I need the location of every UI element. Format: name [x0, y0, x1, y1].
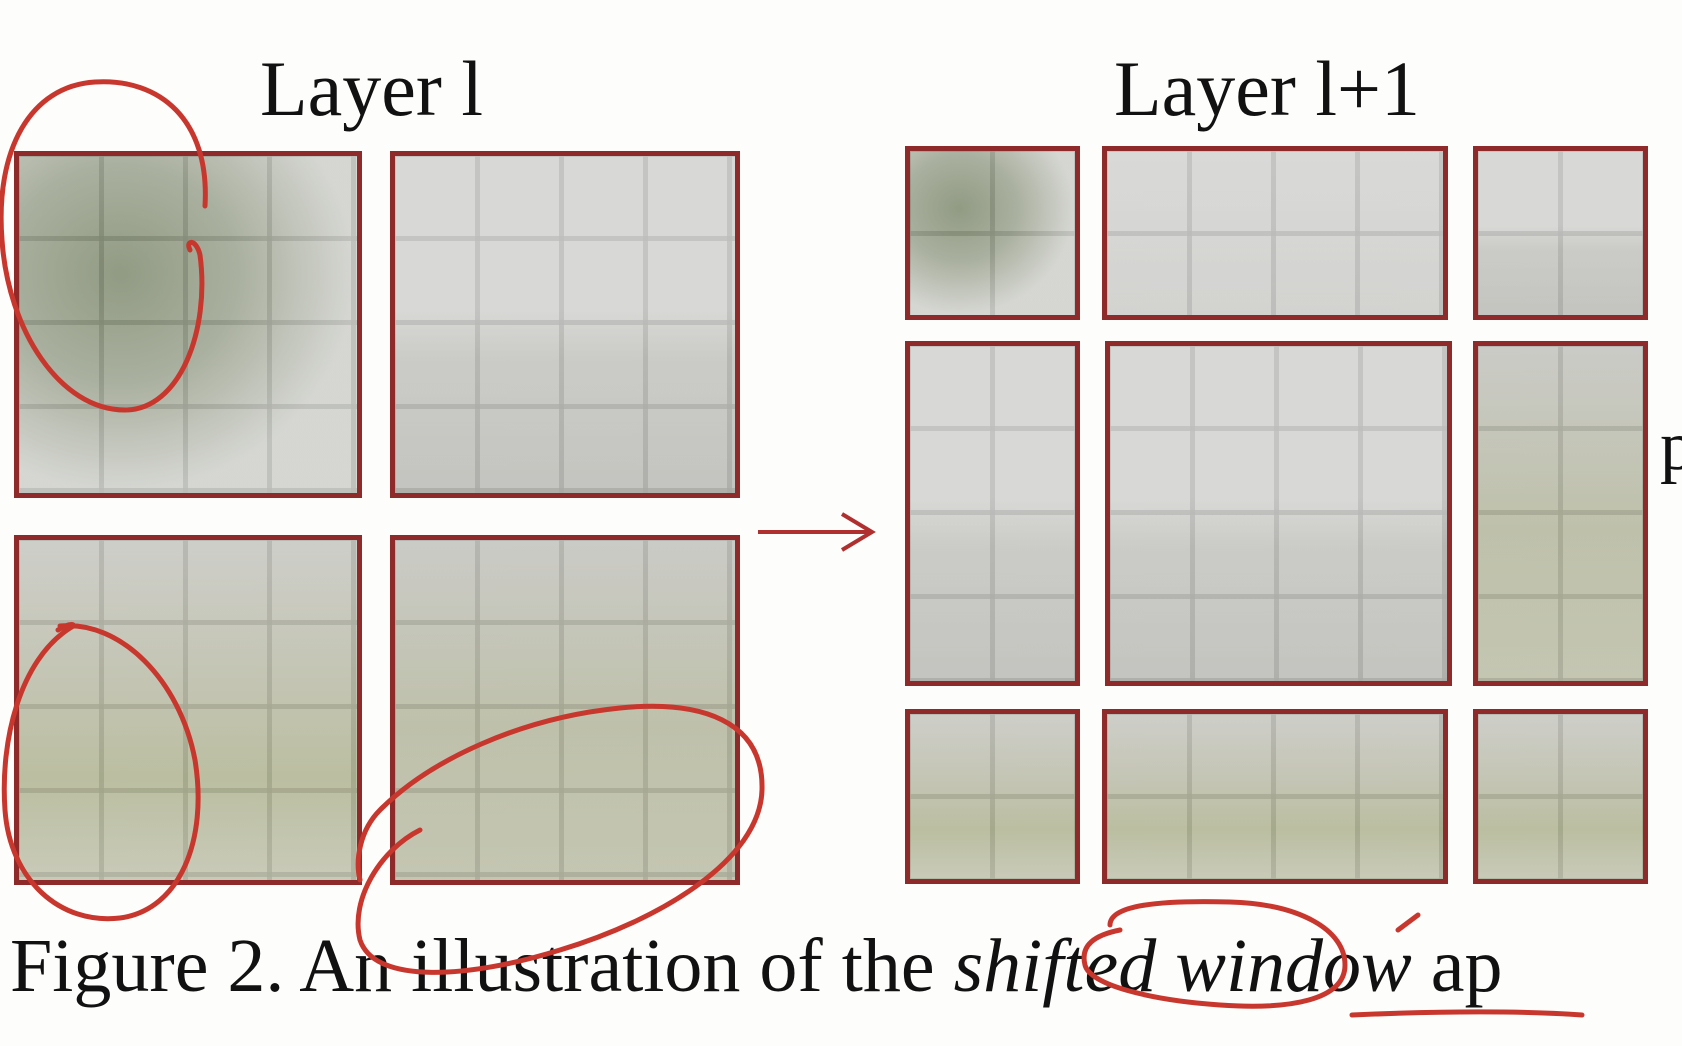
caption-shifted: shifted: [953, 924, 1157, 1008]
cut-off-text-fragment: p: [1660, 408, 1682, 485]
layer-l-title: Layer l: [260, 45, 484, 132]
window-right-r2-c3: [1473, 341, 1648, 686]
window-right-r1-c2: [1102, 146, 1448, 320]
window-left-bottom-right: [390, 535, 740, 885]
layer-l-plus-1-title: Layer l+1: [1114, 45, 1421, 132]
caption-prefix: Figure 2. An illustration of the: [10, 924, 954, 1008]
arrow-right-icon: [758, 512, 876, 552]
annotation-underline-window: [1349, 1009, 1585, 1018]
window-left-top-right: [390, 151, 740, 498]
window-right-r1-c1: [905, 146, 1080, 320]
window-right-r2-c1: [905, 341, 1080, 686]
window-right-r3-c2: [1102, 709, 1448, 884]
caption-suffix: ap: [1411, 924, 1503, 1008]
window-right-r2-c2: [1105, 341, 1452, 686]
window-left-top-left: [14, 151, 362, 498]
figure-caption: Figure 2. An illustration of the shifted…: [10, 928, 1502, 1004]
caption-window: window: [1175, 924, 1412, 1008]
window-right-r1-c3: [1473, 146, 1648, 320]
window-right-r3-c3: [1473, 709, 1648, 884]
caption-space: [1156, 924, 1175, 1008]
window-left-bottom-left: [14, 535, 362, 885]
window-right-r3-c1: [905, 709, 1080, 884]
